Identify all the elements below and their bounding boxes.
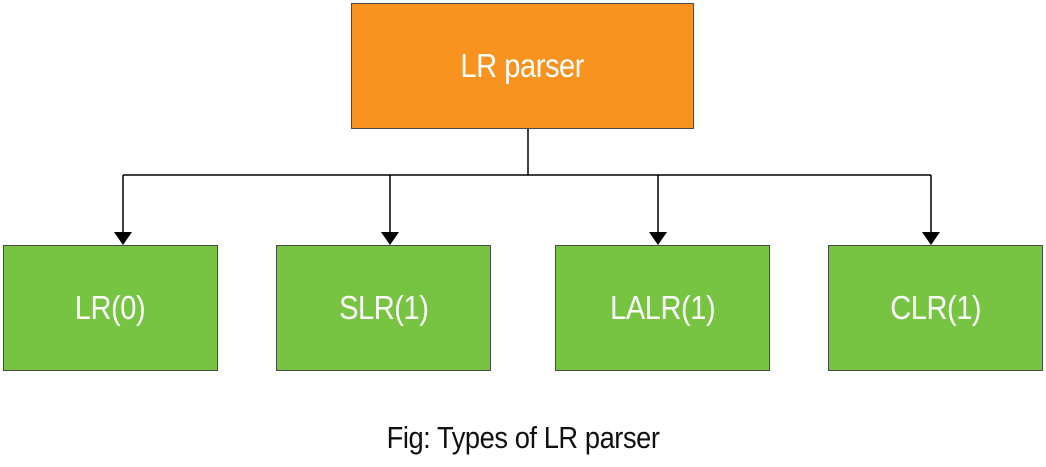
child-node-label: SLR(1) [338, 289, 429, 326]
figure-caption: Fig: Types of LR parser [0, 420, 1046, 456]
child-node-lr0: LR(0) [3, 245, 218, 371]
child-node-clr1: CLR(1) [828, 245, 1043, 371]
child-node-label: CLR(1) [890, 289, 981, 326]
root-node-lr-parser: LR parser [351, 3, 694, 129]
root-node-label: LR parser [460, 47, 585, 84]
child-node-slr1: SLR(1) [276, 245, 491, 371]
arrowhead-lr0 [114, 232, 132, 245]
child-node-label: LALR(1) [609, 289, 716, 326]
arrowhead-clr1 [922, 232, 940, 245]
arrowhead-lalr1 [649, 232, 667, 245]
child-node-label: LR(0) [75, 289, 146, 326]
figure-caption-text: Fig: Types of LR parser [386, 420, 660, 455]
child-node-lalr1: LALR(1) [555, 245, 770, 371]
arrowhead-slr1 [381, 232, 399, 245]
